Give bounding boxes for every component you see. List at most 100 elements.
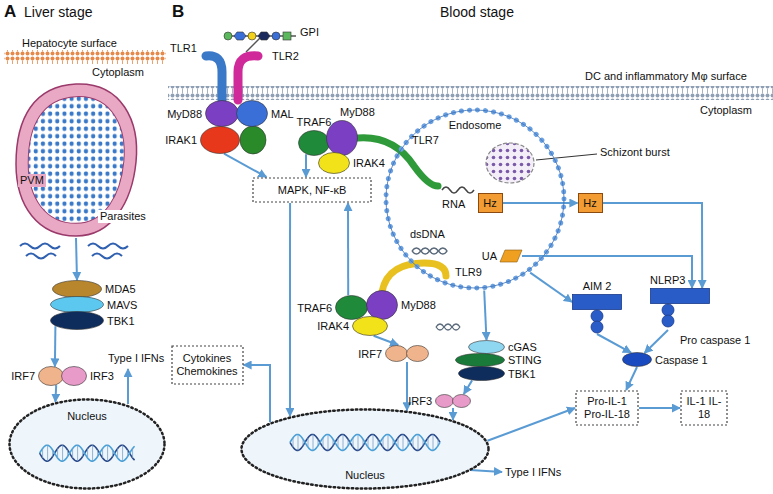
annotation-label: Parasites	[98, 210, 148, 223]
protein-ellipse-shape	[622, 352, 652, 367]
protein-ellipse: TBK1	[50, 311, 104, 330]
graphic-part	[591, 321, 603, 333]
graphic-part	[319, 153, 350, 174]
nucleus-ellipse: Nucleus	[8, 398, 166, 490]
graphic-part	[62, 367, 87, 386]
dotted-box: IL-1 IL-18	[680, 390, 728, 426]
graphic-part	[327, 121, 358, 156]
graphic-part	[353, 438, 354, 447]
graphic-part	[258, 32, 270, 40]
node-label: MyD88	[340, 106, 375, 119]
uric-acid-crystal: UA	[500, 250, 522, 262]
annotation-label: Hepatocyte surface	[22, 37, 117, 50]
graphic-part	[201, 127, 240, 154]
graphic-part	[206, 101, 239, 127]
graphic-part	[132, 448, 133, 457]
graphic-part	[367, 291, 398, 320]
protein-ellipse-shape	[468, 340, 505, 354]
node-label: NLRP3	[650, 274, 685, 287]
graphic-part	[500, 250, 522, 262]
sensor-complex-shape	[572, 294, 622, 334]
graphic-part	[303, 439, 304, 446]
protein-ellipse: MDA5	[52, 280, 102, 298]
node-label: IRAK4	[317, 320, 349, 333]
graphic-part	[122, 445, 123, 461]
signal-arrow	[452, 408, 454, 420]
protein-ellipse-shape	[455, 353, 505, 367]
graphic-part	[102, 448, 103, 457]
signal-arrow	[597, 334, 631, 353]
hemozoin-crystal: Hz	[578, 193, 603, 213]
graphic-part	[536, 154, 597, 160]
protein-ellipse: TBK1	[458, 366, 505, 381]
graphic-part	[248, 32, 256, 40]
graphic-part	[442, 187, 474, 193]
graphic-part	[412, 248, 447, 254]
graphic-part	[578, 194, 602, 213]
node-label: MDA5	[105, 283, 136, 296]
graphic-part	[418, 434, 419, 450]
graphic-part	[338, 438, 339, 447]
signal-arrow	[487, 408, 575, 441]
graphic-part	[407, 346, 429, 362]
node-label: MAL	[271, 107, 294, 120]
node-label: MAPK, NF-κB	[278, 184, 346, 197]
signal-arrow	[603, 203, 703, 288]
signal-arrow	[305, 154, 307, 177]
signal-arrow	[406, 362, 408, 410]
protein-ellipse: IRAK4	[352, 316, 388, 336]
dotted-box: Pro-IL-1 Pro-IL-18	[575, 390, 639, 426]
uric-acid-crystal-shape	[500, 250, 522, 262]
protein-ellipse-shape	[352, 316, 388, 336]
graphic-part	[438, 439, 439, 446]
graphic-part	[293, 438, 294, 447]
node-label: MAVS	[107, 298, 137, 311]
panel-letter: B	[172, 2, 184, 22]
dotted-box: MAPK, NF-κB	[252, 177, 372, 203]
graphic-part	[77, 445, 78, 461]
protein-ellipse-shape	[458, 366, 505, 381]
graphic-part	[373, 434, 374, 450]
protein-ellipse: MyD88	[366, 290, 398, 320]
graphic-part	[459, 367, 505, 381]
graphic-part	[117, 448, 118, 457]
node-label: Nucleus	[8, 410, 166, 423]
graphic-part	[573, 295, 622, 310]
endosome-circle-shape	[383, 107, 567, 291]
graphic-part	[206, 56, 222, 100]
signal-arrow	[347, 203, 349, 295]
node-label: PVM	[18, 174, 46, 187]
graphic-part	[87, 448, 88, 457]
node-label: TRAF6	[297, 116, 332, 129]
graphic-part	[662, 304, 674, 316]
graphic-part	[478, 194, 502, 213]
graphic-part	[82, 450, 83, 457]
graphic-part	[107, 445, 108, 461]
protein-ellipse-shape	[318, 152, 350, 174]
graphic-part	[386, 110, 564, 288]
protein-ellipse: Caspase 1	[622, 352, 652, 367]
graphic-part	[412, 248, 447, 254]
graphic-part	[238, 56, 258, 100]
annotation-label: TLR7	[412, 134, 439, 147]
graphic-part	[323, 438, 324, 447]
graphic-part	[172, 346, 243, 384]
node-label: cGAS	[508, 341, 537, 354]
node-label: AIM 2	[583, 280, 612, 293]
protein-dimer: IRF3	[435, 394, 471, 408]
graphic-part	[40, 445, 135, 461]
graphic-part	[168, 86, 773, 100]
signal-arrow	[639, 407, 680, 409]
protein-ellipse-shape	[205, 100, 239, 127]
graphic-part	[4, 50, 166, 64]
graphic-part	[127, 450, 128, 457]
signal-arrow	[645, 330, 669, 353]
graphic-part	[224, 32, 232, 40]
annotation-label: RNA	[442, 198, 465, 211]
graphic-part	[62, 445, 63, 461]
protein-ellipse: TRAF6	[335, 295, 368, 320]
graphic-part	[318, 439, 319, 446]
graphic-part	[290, 434, 440, 450]
sensor-complex: AIM 2	[572, 294, 622, 334]
